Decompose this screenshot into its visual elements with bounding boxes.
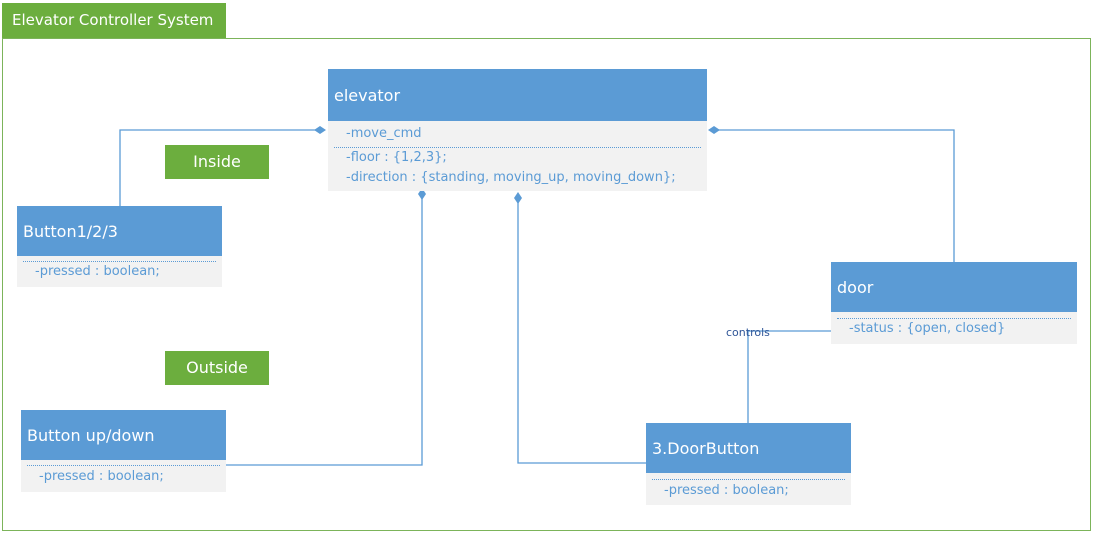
outside-label: Outside <box>165 351 269 385</box>
class-button123[interactable]: Button1/2/3 -pressed : boolean; <box>17 206 222 287</box>
button-updown-attr-pressed: -pressed : boolean; <box>39 469 164 484</box>
link-doorbutton-elevator <box>517 200 646 464</box>
class-button123-header: Button1/2/3 <box>17 206 222 256</box>
link-controls <box>747 330 832 423</box>
elevator-attr-floor: -floor : {1,2,3}; <box>346 150 447 165</box>
diamond-bottom-right <box>514 192 522 204</box>
class-doorbutton-header: 3.DoorButton <box>646 423 851 473</box>
class-doorbutton[interactable]: 3.DoorButton -pressed : boolean; <box>646 423 851 505</box>
link-button123-elevator <box>119 129 322 206</box>
controls-label: controls <box>726 326 770 339</box>
class-button-updown-header: Button up/down <box>21 410 226 460</box>
button123-separator <box>23 261 216 262</box>
elevator-attr-move-cmd: -move_cmd <box>346 126 422 141</box>
button123-attr-pressed: -pressed : boolean; <box>35 264 160 279</box>
class-door-name: door <box>837 277 874 297</box>
class-doorbutton-body: -pressed : boolean; <box>646 473 851 505</box>
door-attr-status: -status : {open, closed} <box>849 321 1006 336</box>
class-button123-name: Button1/2/3 <box>23 221 118 241</box>
doorbutton-separator <box>652 479 845 480</box>
inside-label: Inside <box>165 145 269 179</box>
class-button-updown-name: Button up/down <box>27 425 155 445</box>
diamond-right <box>708 126 720 134</box>
button-updown-separator <box>27 465 220 466</box>
class-elevator-name: elevator <box>334 85 401 105</box>
class-button-updown-body: -pressed : boolean; <box>21 460 226 492</box>
system-title: Elevator Controller System <box>2 3 226 38</box>
diamond-left <box>314 126 326 134</box>
class-button-updown[interactable]: Button up/down -pressed : boolean; <box>21 410 226 492</box>
diamond-bottom-left <box>418 188 426 200</box>
door-separator <box>837 318 1071 319</box>
class-door[interactable]: door -status : {open, closed} <box>831 262 1077 344</box>
class-door-header: door <box>831 262 1077 312</box>
system-frame <box>2 38 1091 531</box>
class-elevator-body: -move_cmd -floor : {1,2,3}; -direction :… <box>328 121 707 191</box>
class-door-body: -status : {open, closed} <box>831 312 1077 344</box>
link-door-elevator <box>713 129 955 262</box>
class-doorbutton-name: 3.DoorButton <box>652 438 760 458</box>
link-buttonupdown-elevator <box>226 197 423 466</box>
class-button123-body: -pressed : boolean; <box>17 256 222 287</box>
doorbutton-attr-pressed: -pressed : boolean; <box>664 483 789 498</box>
class-elevator-header: elevator <box>328 69 707 121</box>
elevator-attr-direction: -direction : {standing, moving_up, movin… <box>346 170 676 185</box>
elevator-separator <box>334 147 701 148</box>
class-elevator[interactable]: elevator -move_cmd -floor : {1,2,3}; -di… <box>328 69 707 191</box>
